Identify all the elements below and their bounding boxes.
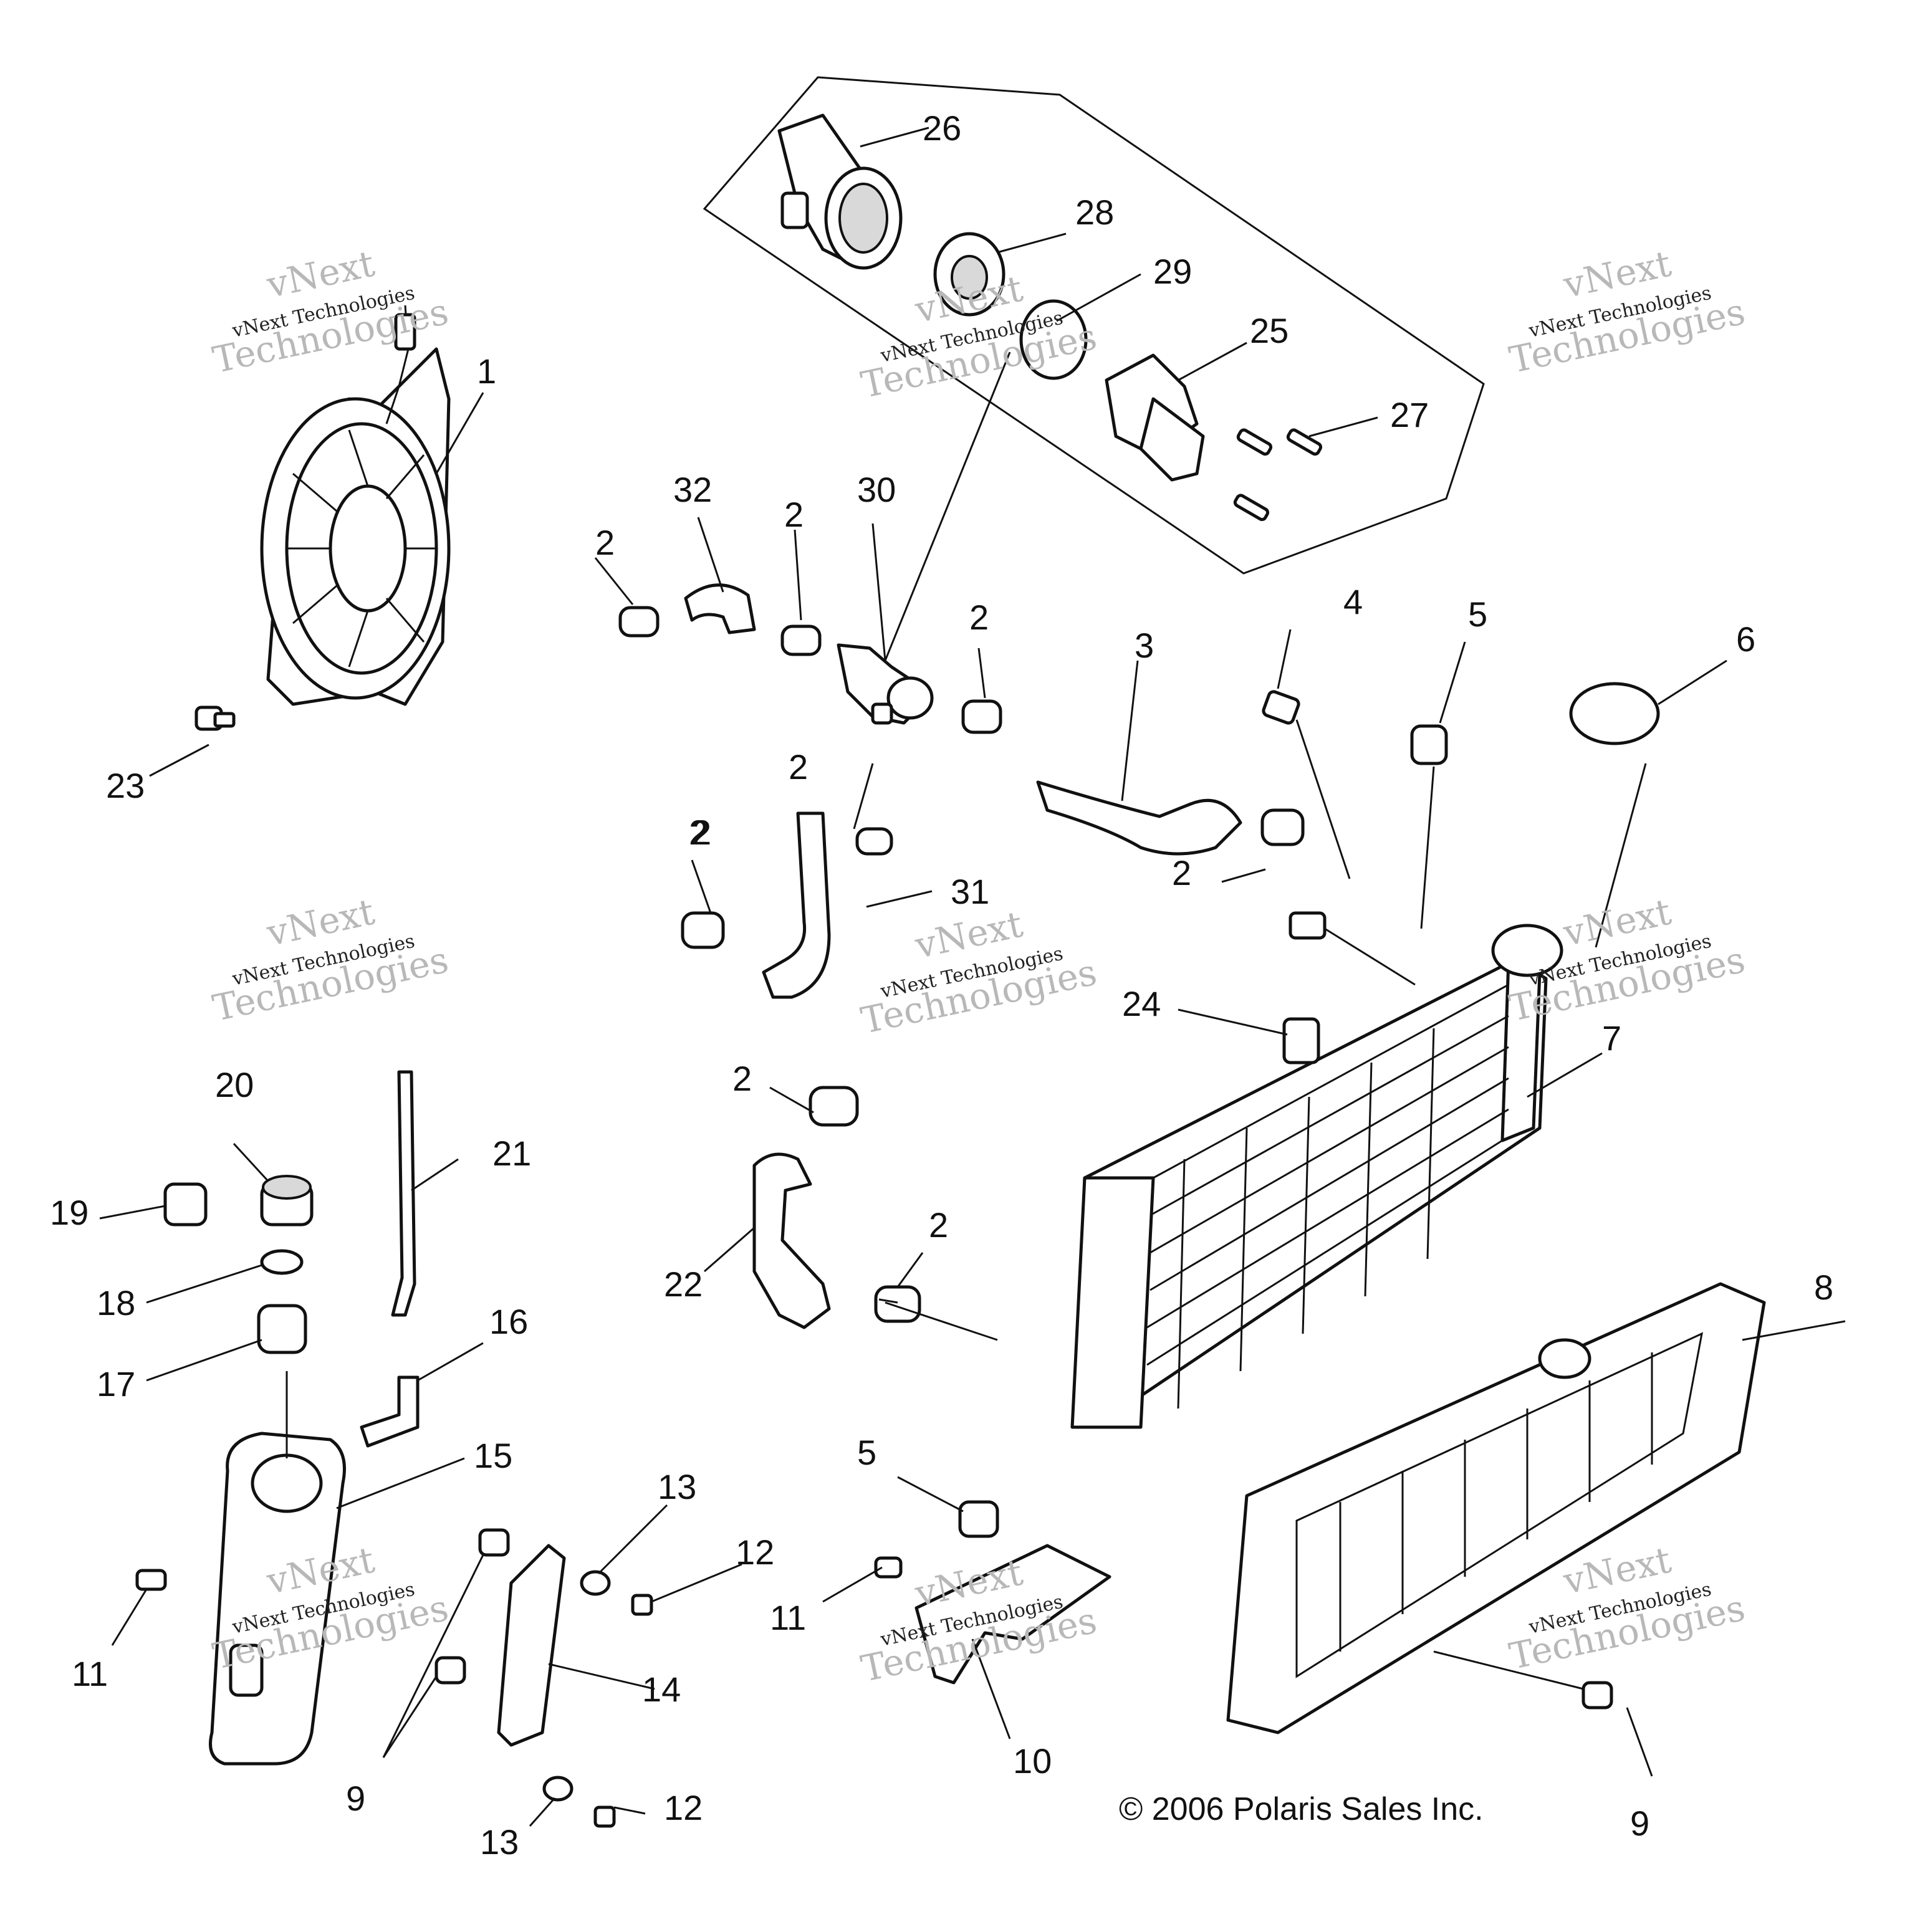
callout-1: 1: [477, 351, 496, 391]
part-19-plug: [163, 1182, 208, 1227]
callout-29: 29: [1153, 252, 1192, 291]
part-28-thermostat: [933, 232, 1005, 317]
thermostat-group-outline: [703, 76, 1485, 575]
leader-lines: [99, 127, 1846, 1827]
callout-4: 4: [1343, 582, 1363, 621]
callout-2-i: 2: [692, 813, 711, 852]
callout-32: 32: [673, 470, 712, 509]
part-25-housing-cover: [1105, 353, 1205, 482]
part-8-radiator-screen: [1226, 1282, 1766, 1734]
part-32-elbow-hose: [684, 583, 756, 634]
callout-2-c: 2: [969, 598, 989, 637]
callout-3: 3: [1135, 626, 1154, 665]
part-11-push-pins: [135, 1556, 903, 1591]
part-18-gasket: [260, 1249, 304, 1275]
part-10-mounting-bracket: [914, 1544, 1111, 1685]
part-21-vent-tube: [391, 1070, 416, 1317]
callout-20: 20: [215, 1065, 254, 1104]
callout-14: 14: [642, 1670, 681, 1709]
callout-5-b: 5: [857, 1433, 876, 1472]
part-9-fasteners: [434, 1528, 1613, 1710]
callout-5-a: 5: [1468, 595, 1487, 634]
callout-28: 28: [1075, 193, 1114, 232]
callout-30: 30: [857, 470, 896, 509]
callout-13-a: 13: [658, 1467, 696, 1506]
callout-26: 26: [923, 108, 961, 148]
callout-31: 31: [951, 872, 989, 911]
callout-17: 17: [97, 1364, 135, 1404]
part-31-lower-hose: [762, 811, 831, 999]
callout-22: 22: [664, 1265, 703, 1304]
callout-25: 25: [1250, 311, 1289, 350]
callout-10: 10: [1013, 1741, 1052, 1781]
callout-labels: 1 2 2 2 2 2 2 2 2 2 3 4 5 5 6 7 8 9 9 9 …: [50, 108, 1833, 1862]
part-15-coolant-reservoir: [209, 1432, 346, 1766]
part-17-filler-neck: [257, 1304, 307, 1354]
callout-7: 7: [1602, 1018, 1621, 1058]
part-26-thermostat-housing: [777, 113, 903, 270]
callout-13-b: 13: [480, 1822, 519, 1862]
callout-27: 27: [1390, 395, 1429, 434]
part-30-water-outlet: [837, 643, 934, 725]
callout-11-a: 11: [72, 1654, 108, 1693]
part-12-spacers: [593, 1594, 653, 1828]
callout-9-b: 9: [1630, 1804, 1649, 1843]
part-16-elbow-fitting: [360, 1375, 420, 1448]
callout-2-g: 2: [732, 1059, 752, 1098]
part-5-grommet: [958, 724, 1448, 1538]
callout-12-a: 12: [736, 1533, 774, 1572]
callout-6: 6: [1736, 619, 1755, 659]
part-1-fan-assembly: [260, 305, 451, 706]
callout-2-e: 2: [689, 813, 708, 852]
callout-21: 21: [492, 1134, 531, 1173]
callout-23: 23: [106, 766, 145, 805]
callout-11-b: 11: [770, 1598, 806, 1637]
part-13-washers: [542, 1570, 611, 1802]
part-27-screws: [1233, 428, 1323, 522]
callout-12-b: 12: [664, 1788, 703, 1827]
callout-2-h: 2: [929, 1205, 948, 1245]
callout-8: 8: [1814, 1268, 1833, 1307]
part-22-hose: [752, 1152, 831, 1329]
callout-24: 24: [1122, 984, 1161, 1023]
callout-2-f: 2: [1172, 853, 1191, 892]
callout-2-b: 2: [784, 495, 804, 534]
callout-19: 19: [50, 1193, 89, 1232]
callout-15: 15: [474, 1436, 512, 1475]
part-2-hose-clamps: [618, 606, 1305, 1323]
part-24-clip: [1282, 1017, 1320, 1064]
part-4-temperature-sensor: [1262, 690, 1300, 725]
callout-18: 18: [97, 1283, 135, 1322]
part-23-bolt: [194, 705, 236, 731]
part-29-o-ring: [1019, 299, 1088, 380]
callout-2-a: 2: [595, 523, 615, 562]
callout-9-a: 9: [346, 1779, 365, 1818]
part-3-upper-hose: [1036, 780, 1242, 856]
callout-2-d: 2: [789, 747, 808, 787]
part-6-radiator-cap: [1569, 682, 1660, 745]
callout-16: 16: [489, 1302, 528, 1341]
part-14-bracket: [497, 1544, 566, 1747]
copyright-text: © 2006 Polaris Sales Inc.: [1119, 1791, 1484, 1827]
part-20-reservoir-cap: [260, 1175, 314, 1227]
